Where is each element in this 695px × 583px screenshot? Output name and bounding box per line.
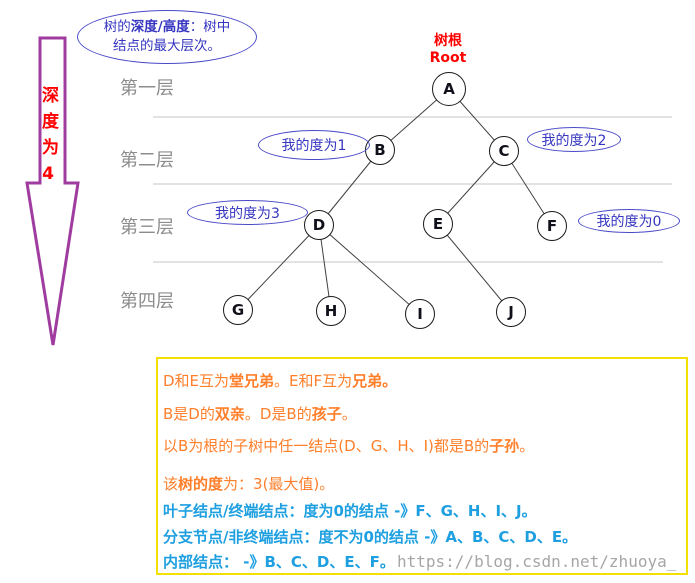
text-seg: 内部结点： -》B、C、D、E、F。 (163, 553, 395, 571)
text-seg-bold: 堂兄弟 (229, 372, 275, 390)
tree-node-G: G (223, 295, 253, 325)
tree-node-B: B (365, 135, 395, 165)
edge-E-J (437, 223, 512, 313)
text-seg: 。 (519, 437, 535, 455)
text-seg: 。E和F互为 (274, 372, 353, 390)
edge-D-G (237, 224, 320, 311)
degree-note-C: 我的度为2 (527, 127, 621, 152)
bubble-text: 树的 (103, 19, 131, 35)
tree-node-E: E (423, 209, 453, 239)
degree-note-F: 我的度为0 (578, 209, 680, 233)
depth-value-label: 深度为4 (38, 86, 58, 193)
text-seg-bold: 兄弟。 (352, 372, 398, 390)
box-line-parent-child: B是D的双亲。D是B的孩子。 (163, 404, 357, 424)
tree-node-D: D (304, 210, 334, 240)
text-seg-bold: 子孙 (489, 437, 520, 455)
bubble-text: ：树中 (189, 19, 231, 35)
definitions-box (156, 357, 688, 575)
box-line-descendants: 以B为根的子树中任一结点(D、G、H、I)都是B的子孙。 (163, 436, 534, 456)
text-seg: B是D的 (163, 405, 215, 423)
root-label-cn: 树根 (434, 33, 462, 49)
text-seg: 该 (163, 475, 179, 493)
level-label-4: 第四层 (120, 291, 174, 312)
text-seg: D和E互为 (163, 372, 230, 390)
box-line-internal-nodes: 内部结点： -》B、C、D、E、F。 (163, 552, 395, 572)
degree-note-B: 我的度为1 (258, 130, 370, 160)
text-seg: 为：3(最大值)。 (223, 475, 335, 493)
edge-B-D (318, 149, 381, 226)
bubble-text-bold: 深度/高度 (130, 19, 190, 35)
root-label: 树根 Root (417, 33, 479, 67)
degree-note-D: 我的度为3 (187, 200, 308, 225)
text-seg: 以B为根的子树中任一结点(D、G、H、I)都是B的 (163, 437, 490, 455)
text-seg: 叶子结点/终端结点：度为0的结点 -》F、G、H、I、J。 (163, 502, 537, 520)
depth-arrow-icon (25, 36, 80, 346)
text-seg: 分支节点/非终端结点：度不为0的结点 -》A、B、C、D、E。 (163, 528, 578, 546)
text-seg: 。 (341, 405, 357, 423)
bubble-text: 结点的最大层次。 (113, 38, 221, 54)
tree-edges (237, 88, 553, 315)
text-seg-bold: 双亲 (214, 405, 245, 423)
tree-node-C: C (489, 136, 519, 166)
bubble-line-1: 树的深度/高度：树中 (104, 18, 230, 37)
level-label-3: 第三层 (120, 217, 174, 238)
text-seg-bold: 树的度 (178, 475, 224, 493)
box-line-leaf-nodes: 叶子结点/终端结点：度为0的结点 -》F、G、H、I、J。 (163, 501, 537, 521)
root-label-en: Root (429, 50, 467, 66)
box-line-branch-nodes: 分支节点/非终端结点：度不为0的结点 -》A、B、C、D、E。 (163, 527, 577, 547)
watermark-url: https://blog.csdn.net/zhuoya_ (397, 552, 677, 571)
box-line-tree-degree: 该树的度为：3(最大值)。 (163, 474, 334, 494)
depth-definition-bubble: 树的深度/高度：树中 结点的最大层次。 (77, 10, 257, 64)
level-label-2: 第二层 (120, 150, 174, 171)
tree-node-F: F (537, 211, 567, 241)
tree-node-I: I (405, 299, 435, 329)
tree-node-J: J (496, 297, 526, 327)
text-seg-bold: 孩子 (311, 405, 342, 423)
box-line-siblings: D和E互为堂兄弟。E和F互为兄弟。 (163, 371, 397, 391)
edge-D-I (318, 224, 421, 315)
bubble-line-2: 结点的最大层次。 (113, 37, 221, 56)
edge-C-E (437, 150, 505, 225)
tree-node-H: H (316, 296, 346, 326)
tree-node-A: A (432, 72, 466, 106)
text-seg: 。D是B的 (244, 405, 312, 423)
level-label-1: 第一层 (120, 78, 174, 99)
